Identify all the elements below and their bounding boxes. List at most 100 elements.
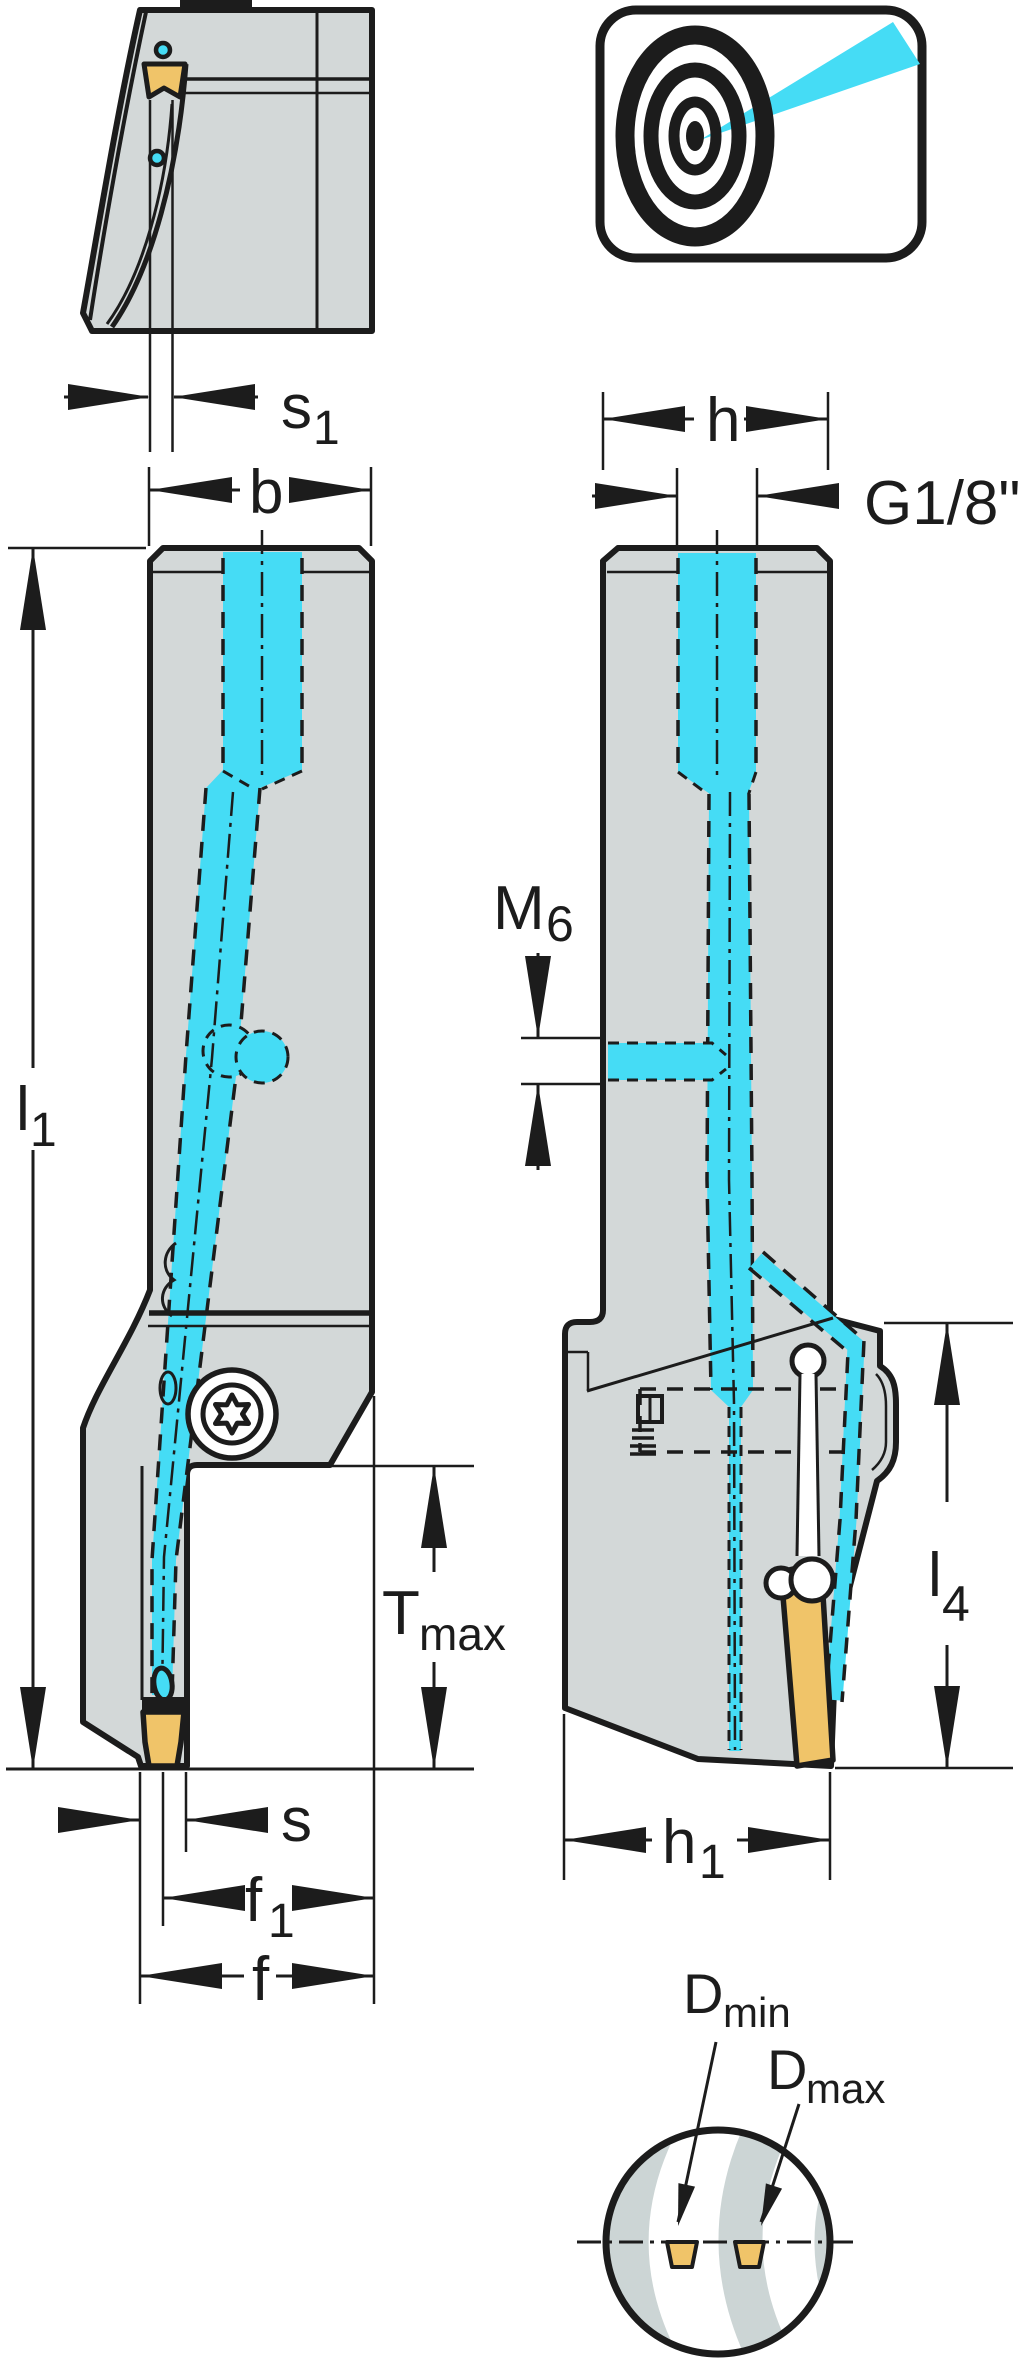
clamp-slot xyxy=(797,1374,819,1556)
dim-label-dmax-sub: max xyxy=(806,2065,885,2112)
dim-label-l4-sub: 4 xyxy=(942,1576,970,1632)
insert-dmin xyxy=(665,2240,699,2269)
dim-tmax: T max xyxy=(205,1464,506,1769)
side-bore-tip-dash-left xyxy=(677,770,711,798)
dim-label-dmax: D xyxy=(767,2038,807,2101)
tmax-arrow-bottom xyxy=(421,1687,447,1769)
dim-label-s1-sub: 1 xyxy=(313,402,340,455)
coolant-hole-top xyxy=(153,40,173,60)
view-front xyxy=(80,530,375,1769)
l1-arrow-bottom xyxy=(20,1687,46,1769)
dim-h1: h 1 xyxy=(562,1714,832,1889)
dim-label-m6-sub: 6 xyxy=(546,896,574,952)
dim-h: h xyxy=(601,386,830,470)
dim-label-b: b xyxy=(249,458,283,527)
b-arrow-left xyxy=(150,477,232,503)
f1-arrow-left xyxy=(163,1885,245,1911)
setscrew-mark-lower xyxy=(158,1370,178,1406)
l4-arrow-top xyxy=(934,1323,960,1405)
head-top-face-line xyxy=(586,1316,834,1393)
front-centerline-slanted xyxy=(160,791,235,1701)
tmax-arrow-top xyxy=(421,1466,447,1548)
cross-hole-circle-2 xyxy=(234,1029,290,1085)
side-channel-dash-left xyxy=(705,793,713,1391)
dim-label-h1: h xyxy=(662,1808,696,1877)
insert-dmax xyxy=(733,2240,766,2269)
f-arrow-left xyxy=(140,1963,222,1989)
h-arrow-left xyxy=(603,406,685,432)
dim-s1: s 1 xyxy=(64,373,340,455)
dim-g18: G1/8" xyxy=(592,468,1020,546)
side-bore-tip-dash-right xyxy=(746,771,758,797)
f1-arrow-right xyxy=(292,1885,374,1911)
f-arrow-right xyxy=(292,1963,374,1989)
dim-label-h1-sub: 1 xyxy=(699,1836,726,1889)
torx-star-icon xyxy=(213,1392,251,1436)
clamp-slot-left xyxy=(795,1373,802,1557)
head-top-tab xyxy=(180,0,252,11)
head-top-body-outline xyxy=(80,7,375,334)
target-center-dot xyxy=(686,121,704,151)
m6-arrow-down xyxy=(525,956,551,1038)
s1-arrow-right xyxy=(173,384,255,410)
dim-l1: l 1 xyxy=(6,546,474,1771)
branch-dash-right xyxy=(761,1250,866,1703)
s1-arrow-left xyxy=(68,384,150,410)
front-coolant-bore-wide xyxy=(206,552,302,788)
m6-cross-port xyxy=(608,1043,727,1080)
front-coolant-channel-narrow xyxy=(152,788,260,1695)
clamp-bump-inner-line xyxy=(871,1373,888,1471)
dim-label-h: h xyxy=(706,386,740,455)
dim-f1: f 1 xyxy=(163,1866,374,1948)
h1-arrow-right xyxy=(748,1827,830,1853)
dim-label-tmax-sub: max xyxy=(419,1608,506,1660)
dim-label-f1-sub: 1 xyxy=(268,1895,295,1948)
m6-port-dash-top xyxy=(608,1041,727,1057)
m6-port-dash-bottom xyxy=(608,1067,727,1082)
dim-label-g18: G1/8" xyxy=(864,469,1020,538)
dim-label-f1: f xyxy=(245,1866,263,1935)
dim-label-tmax: T xyxy=(382,1579,420,1648)
clamp-slot-right xyxy=(814,1373,821,1557)
target-ring-inner xyxy=(668,96,722,176)
workpiece-detail: D min D max xyxy=(577,1962,885,2358)
h-arrow-right xyxy=(746,406,828,432)
l1-arrow-top xyxy=(20,548,46,630)
dim-f: f xyxy=(140,1945,374,2014)
dim-label-s1: s xyxy=(281,373,312,442)
insert-front-view xyxy=(140,1709,187,1769)
h1-arrow-left xyxy=(564,1827,646,1853)
m6-arrow-up xyxy=(525,1084,551,1166)
target-ring-middle xyxy=(643,62,747,210)
branch-coolant-channel xyxy=(750,1253,865,1701)
s-arrow-right xyxy=(186,1807,268,1833)
clamp-pin-hole xyxy=(789,1342,827,1380)
target-ring-outer xyxy=(615,25,775,247)
dim-label-f: f xyxy=(252,1945,270,2014)
precision-coolant-icon xyxy=(595,5,927,263)
view-head-top xyxy=(80,0,375,452)
dim-s: s xyxy=(58,1396,376,2004)
s-arrow-left xyxy=(58,1807,140,1833)
blade-curve-right-edge xyxy=(109,63,189,329)
dim-label-m6: M xyxy=(493,874,545,943)
dim-label-dmin-sub: min xyxy=(723,1989,791,2036)
stripe-3 xyxy=(814,2140,830,2348)
front-silhouette xyxy=(80,545,375,1769)
side-channel-dash-right xyxy=(747,793,755,1391)
front-bore-tip-dash-right xyxy=(261,769,303,791)
g18-arrow-left xyxy=(595,483,677,509)
setscrew-icon xyxy=(630,1394,664,1456)
dim-label-l4: l xyxy=(928,1541,942,1610)
setscrew-mark-upper xyxy=(161,1241,177,1318)
clamp-finger-lobe-large xyxy=(788,1556,836,1604)
l4-arrow-bottom xyxy=(934,1686,960,1768)
blade-curve-outer xyxy=(88,11,148,321)
branch-dash-left xyxy=(747,1266,850,1697)
coolant-hole-front xyxy=(147,148,167,168)
g18-arrow-right xyxy=(757,483,839,509)
dim-label-s: s xyxy=(281,1786,312,1855)
dim-l4: l 4 xyxy=(835,1321,1013,1770)
